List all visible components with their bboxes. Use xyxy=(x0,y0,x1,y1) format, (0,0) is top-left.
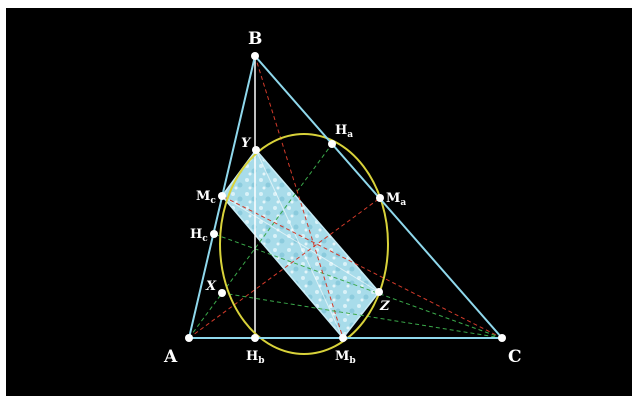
label-hb: Hb xyxy=(246,349,265,366)
point-mc xyxy=(218,192,226,200)
cevian-b-to-mb xyxy=(254,55,344,339)
label-ha: Ha xyxy=(335,123,353,140)
point-ma xyxy=(376,194,384,202)
point-x xyxy=(218,289,226,297)
label-hc: Hc xyxy=(190,227,208,244)
rectangle-diagonal-2 xyxy=(221,195,380,293)
triangle-ellipse-diagram: A B C Ha Ma Mc Hc Hb Mb Y Z X xyxy=(163,29,522,367)
label-c: C xyxy=(508,347,522,367)
label-b: B xyxy=(248,29,262,49)
point-a xyxy=(185,334,193,342)
point-ha xyxy=(328,140,336,148)
point-c xyxy=(498,334,506,342)
cevian-a-to-ha xyxy=(188,143,333,339)
point-hb xyxy=(251,334,259,342)
cevian-a-to-ma xyxy=(188,197,381,339)
point-z xyxy=(375,288,383,296)
point-hc xyxy=(210,230,218,238)
rectangle-diagonal-1 xyxy=(255,149,344,339)
nine-point-ellipse xyxy=(219,133,389,355)
cevian-c-to-x xyxy=(221,292,503,339)
label-a: A xyxy=(163,347,178,367)
label-y: Y xyxy=(241,136,252,151)
label-mb: Mb xyxy=(335,349,356,366)
point-mb xyxy=(339,334,347,342)
cevian-c-to-mc xyxy=(221,195,503,339)
label-x: X xyxy=(205,279,217,294)
point-y xyxy=(252,146,260,154)
label-mc: Mc xyxy=(196,189,216,206)
label-z: Z xyxy=(379,299,390,314)
label-ma: Ma xyxy=(386,191,406,208)
cevian-c-to-hc xyxy=(213,233,503,339)
diagram-canvas: A B C Ha Ma Mc Hc Hb Mb Y Z X xyxy=(6,8,632,396)
point-b xyxy=(251,52,259,60)
